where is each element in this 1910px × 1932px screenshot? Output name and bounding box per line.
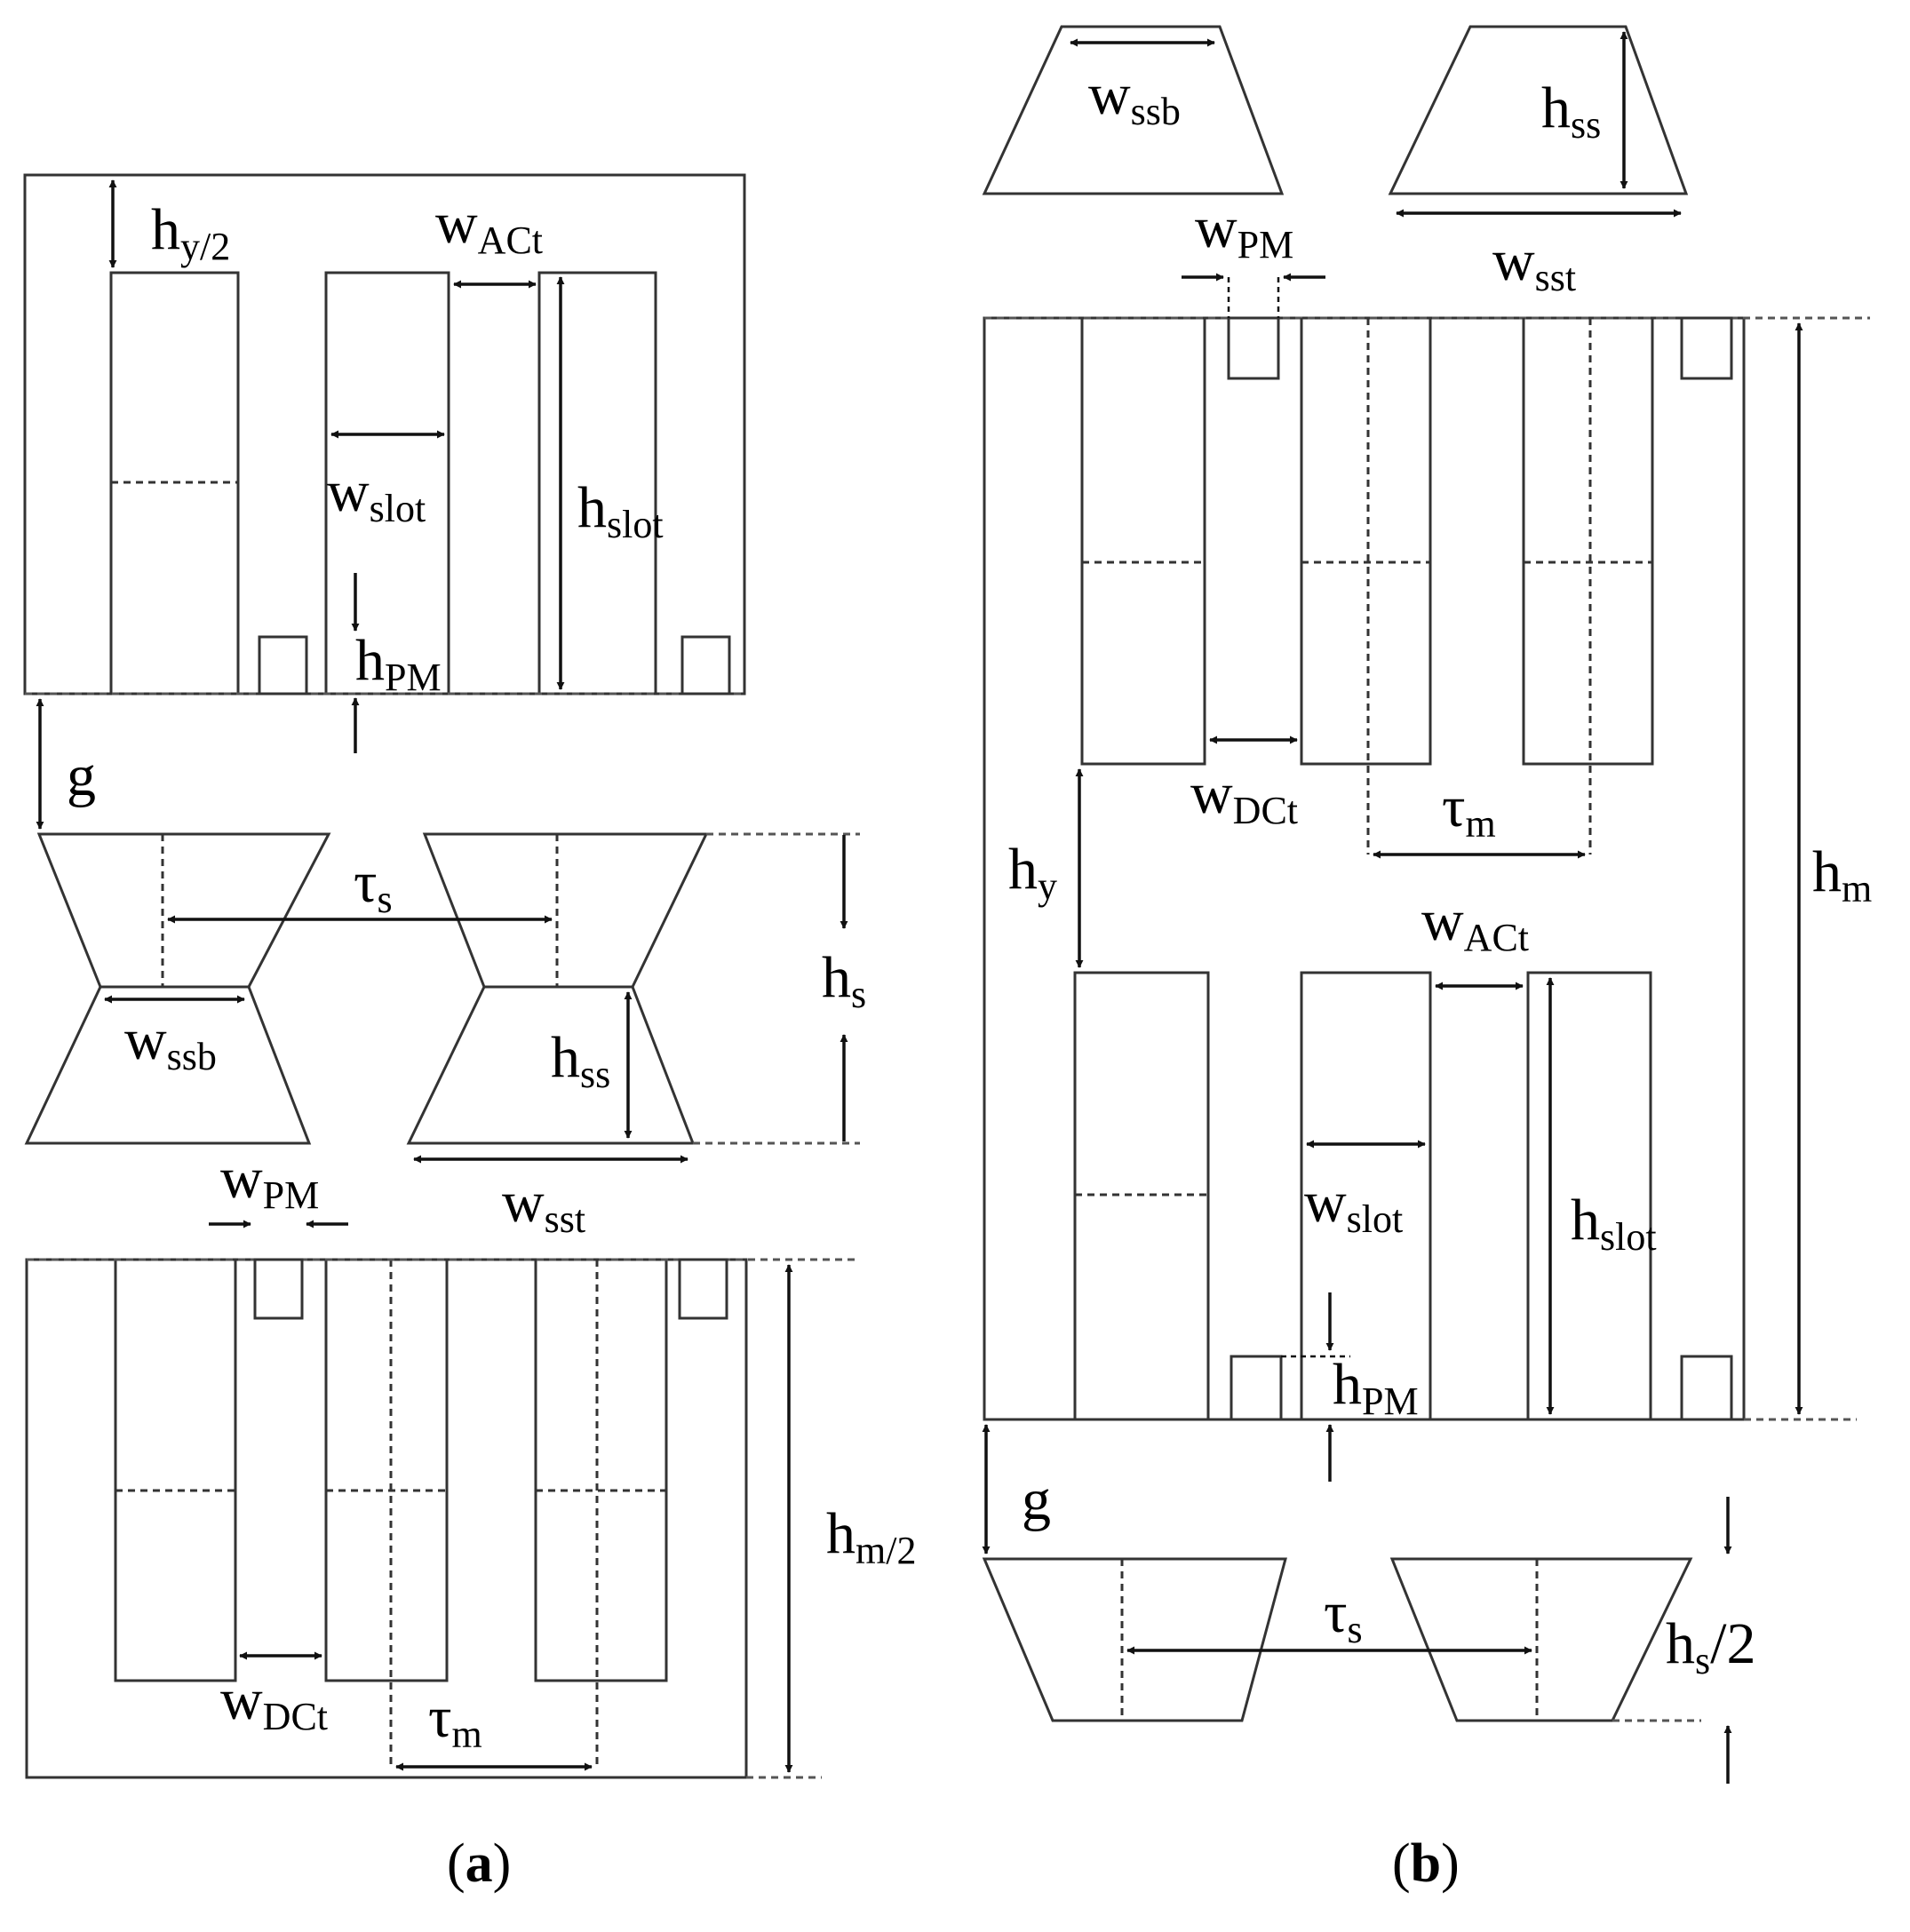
a-upper-slots xyxy=(25,271,744,696)
label-hslot: hslot xyxy=(577,475,664,546)
label-wsst: wsst xyxy=(502,1170,585,1241)
a-modulator xyxy=(24,832,860,1145)
label-wDCt: wDCt xyxy=(220,1667,328,1738)
label-b-wssb: wssb xyxy=(1088,62,1181,133)
a-upper-pm-1 xyxy=(258,635,308,696)
label-hm2: hm/2 xyxy=(826,1501,916,1572)
label-wACt: wACt xyxy=(435,191,543,262)
label-b-g: g xyxy=(1022,1467,1051,1532)
label-taus: τs xyxy=(354,850,393,921)
b-modulator-right xyxy=(1389,1557,1693,1722)
a-lower-slots xyxy=(27,1258,860,1779)
label-b-hs2: hs/2 xyxy=(1666,1611,1755,1682)
label-b-wACt: wACt xyxy=(1421,888,1529,959)
label-hy2: hy/2 xyxy=(151,197,230,268)
caption-a: (a) xyxy=(447,1833,511,1894)
a-lower-pm-1 xyxy=(253,1258,304,1320)
label-b-hPM: hPM xyxy=(1333,1352,1419,1423)
b-lower-pm-1 xyxy=(1230,1355,1283,1421)
a-lower-pm-2 xyxy=(678,1258,728,1320)
label-b-taus: τs xyxy=(1324,1580,1363,1651)
label-b-hm: hm xyxy=(1812,839,1872,910)
b-dimension-arrows xyxy=(982,31,1803,1784)
b-upper-slots xyxy=(1080,318,1654,855)
label-b-hss: hss xyxy=(1541,76,1601,147)
b-top-trapezoid-right xyxy=(1388,25,1689,195)
panel-a xyxy=(23,173,860,1779)
b-lower-slots xyxy=(1073,971,1652,1419)
a-upper-core-outline xyxy=(23,173,746,696)
label-wPM: wPM xyxy=(220,1146,319,1217)
b-upper-pm-1 xyxy=(1227,316,1280,380)
a-lower-core-outline xyxy=(25,1258,748,1779)
label-b-hslot: hslot xyxy=(1571,1188,1657,1259)
label-g: g xyxy=(67,743,96,808)
label-b-wslot: wslot xyxy=(1304,1170,1403,1241)
b-lower-pm-2 xyxy=(1680,1355,1733,1421)
label-b-wDCt: wDCt xyxy=(1190,761,1298,832)
panel-b-labels: wssb hss wPM wsst wDCt τm hy hm wACt wsl… xyxy=(1008,62,1872,1894)
caption-b: (b) xyxy=(1392,1833,1460,1894)
label-b-hy: hy xyxy=(1008,837,1057,908)
b-top-trapezoid-left xyxy=(982,25,1285,195)
panel-b xyxy=(982,25,1870,1784)
label-b-wPM: wPM xyxy=(1195,195,1293,266)
b-modulator-left xyxy=(982,1557,1287,1722)
panel-a-labels: hy/2 wACt wslot hslot hPM g τs hs wssb h… xyxy=(67,191,916,1894)
a-dimension-arrows xyxy=(36,179,848,1773)
label-b-taum: τm xyxy=(1442,775,1496,846)
a-upper-pm-2 xyxy=(680,635,731,696)
label-b-wsst: wsst xyxy=(1492,228,1576,299)
label-hPM: hPM xyxy=(355,628,442,699)
b-upper-pm-2 xyxy=(1680,316,1733,380)
label-wssb: wssb xyxy=(124,1007,217,1078)
label-hss: hss xyxy=(551,1025,610,1096)
label-wslot: wslot xyxy=(327,459,426,530)
label-taum: τm xyxy=(428,1685,482,1756)
label-hs: hs xyxy=(822,945,866,1016)
